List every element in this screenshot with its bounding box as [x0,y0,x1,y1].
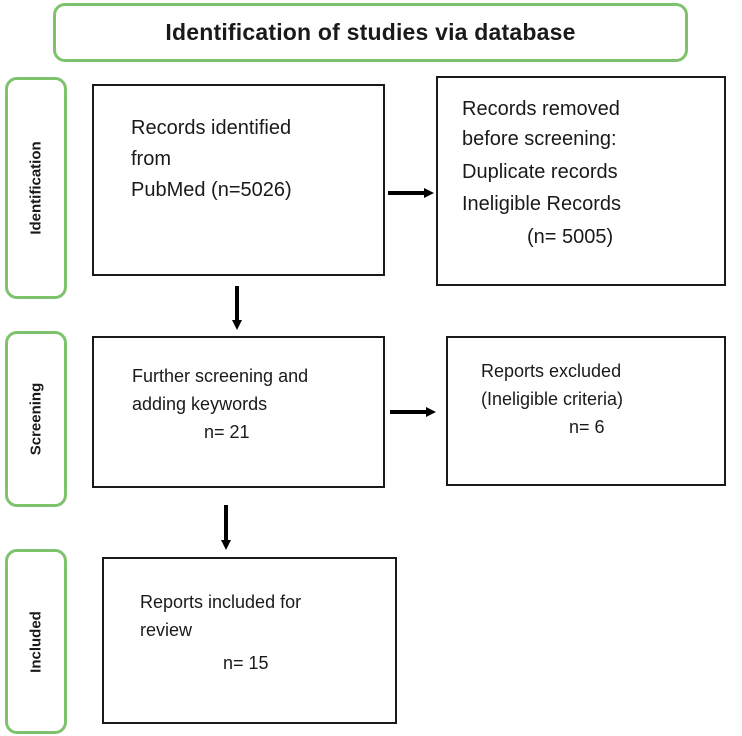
reports-included-line2: review [140,620,193,640]
records-identified-line2: from [131,148,171,170]
stage-label-screening: Screening [27,382,45,456]
stage-label-identification: Identification [27,141,45,235]
box-records-identified: Records identified from PubMed (n=5026) [92,84,385,276]
stage-identification: Identification [5,77,67,299]
box-reports-excluded: Reports excluded (Ineligible criteria) n… [446,336,726,486]
reports-excluded-count: n= 6 [569,417,605,437]
further-screening-line2: adding keywords [132,394,268,414]
records-removed-line2: before screening: [462,128,617,150]
box-further-screening: Further screening and adding keywords n=… [92,336,385,488]
records-removed-line3: Duplicate records [462,161,618,183]
records-removed-count: (n= 5005) [527,226,614,248]
stage-included: Included [5,549,67,734]
records-identified-line1: Records identified [131,117,292,139]
reports-included-line1: Reports included for [140,592,302,612]
records-removed-line4: Ineligible Records [462,193,621,215]
reports-excluded-line2: (Ineligible criteria) [481,389,624,409]
reports-excluded-line1: Reports excluded [481,361,622,381]
stage-screening: Screening [5,331,67,507]
diagram-title-box: Identification of studies via database [53,3,688,62]
further-screening-count: n= 21 [204,422,250,442]
stage-label-included: Included [27,610,45,673]
further-screening-line1: Further screening and [132,366,309,386]
records-identified-line3: PubMed (n=5026) [131,179,292,201]
records-removed-line1: Records removed [462,98,620,120]
box-records-removed: Records removed before screening: Duplic… [436,76,726,286]
box-reports-included: Reports included for review n= 15 [102,557,397,724]
diagram-title: Identification of studies via database [165,19,576,45]
reports-included-count: n= 15 [223,653,269,673]
